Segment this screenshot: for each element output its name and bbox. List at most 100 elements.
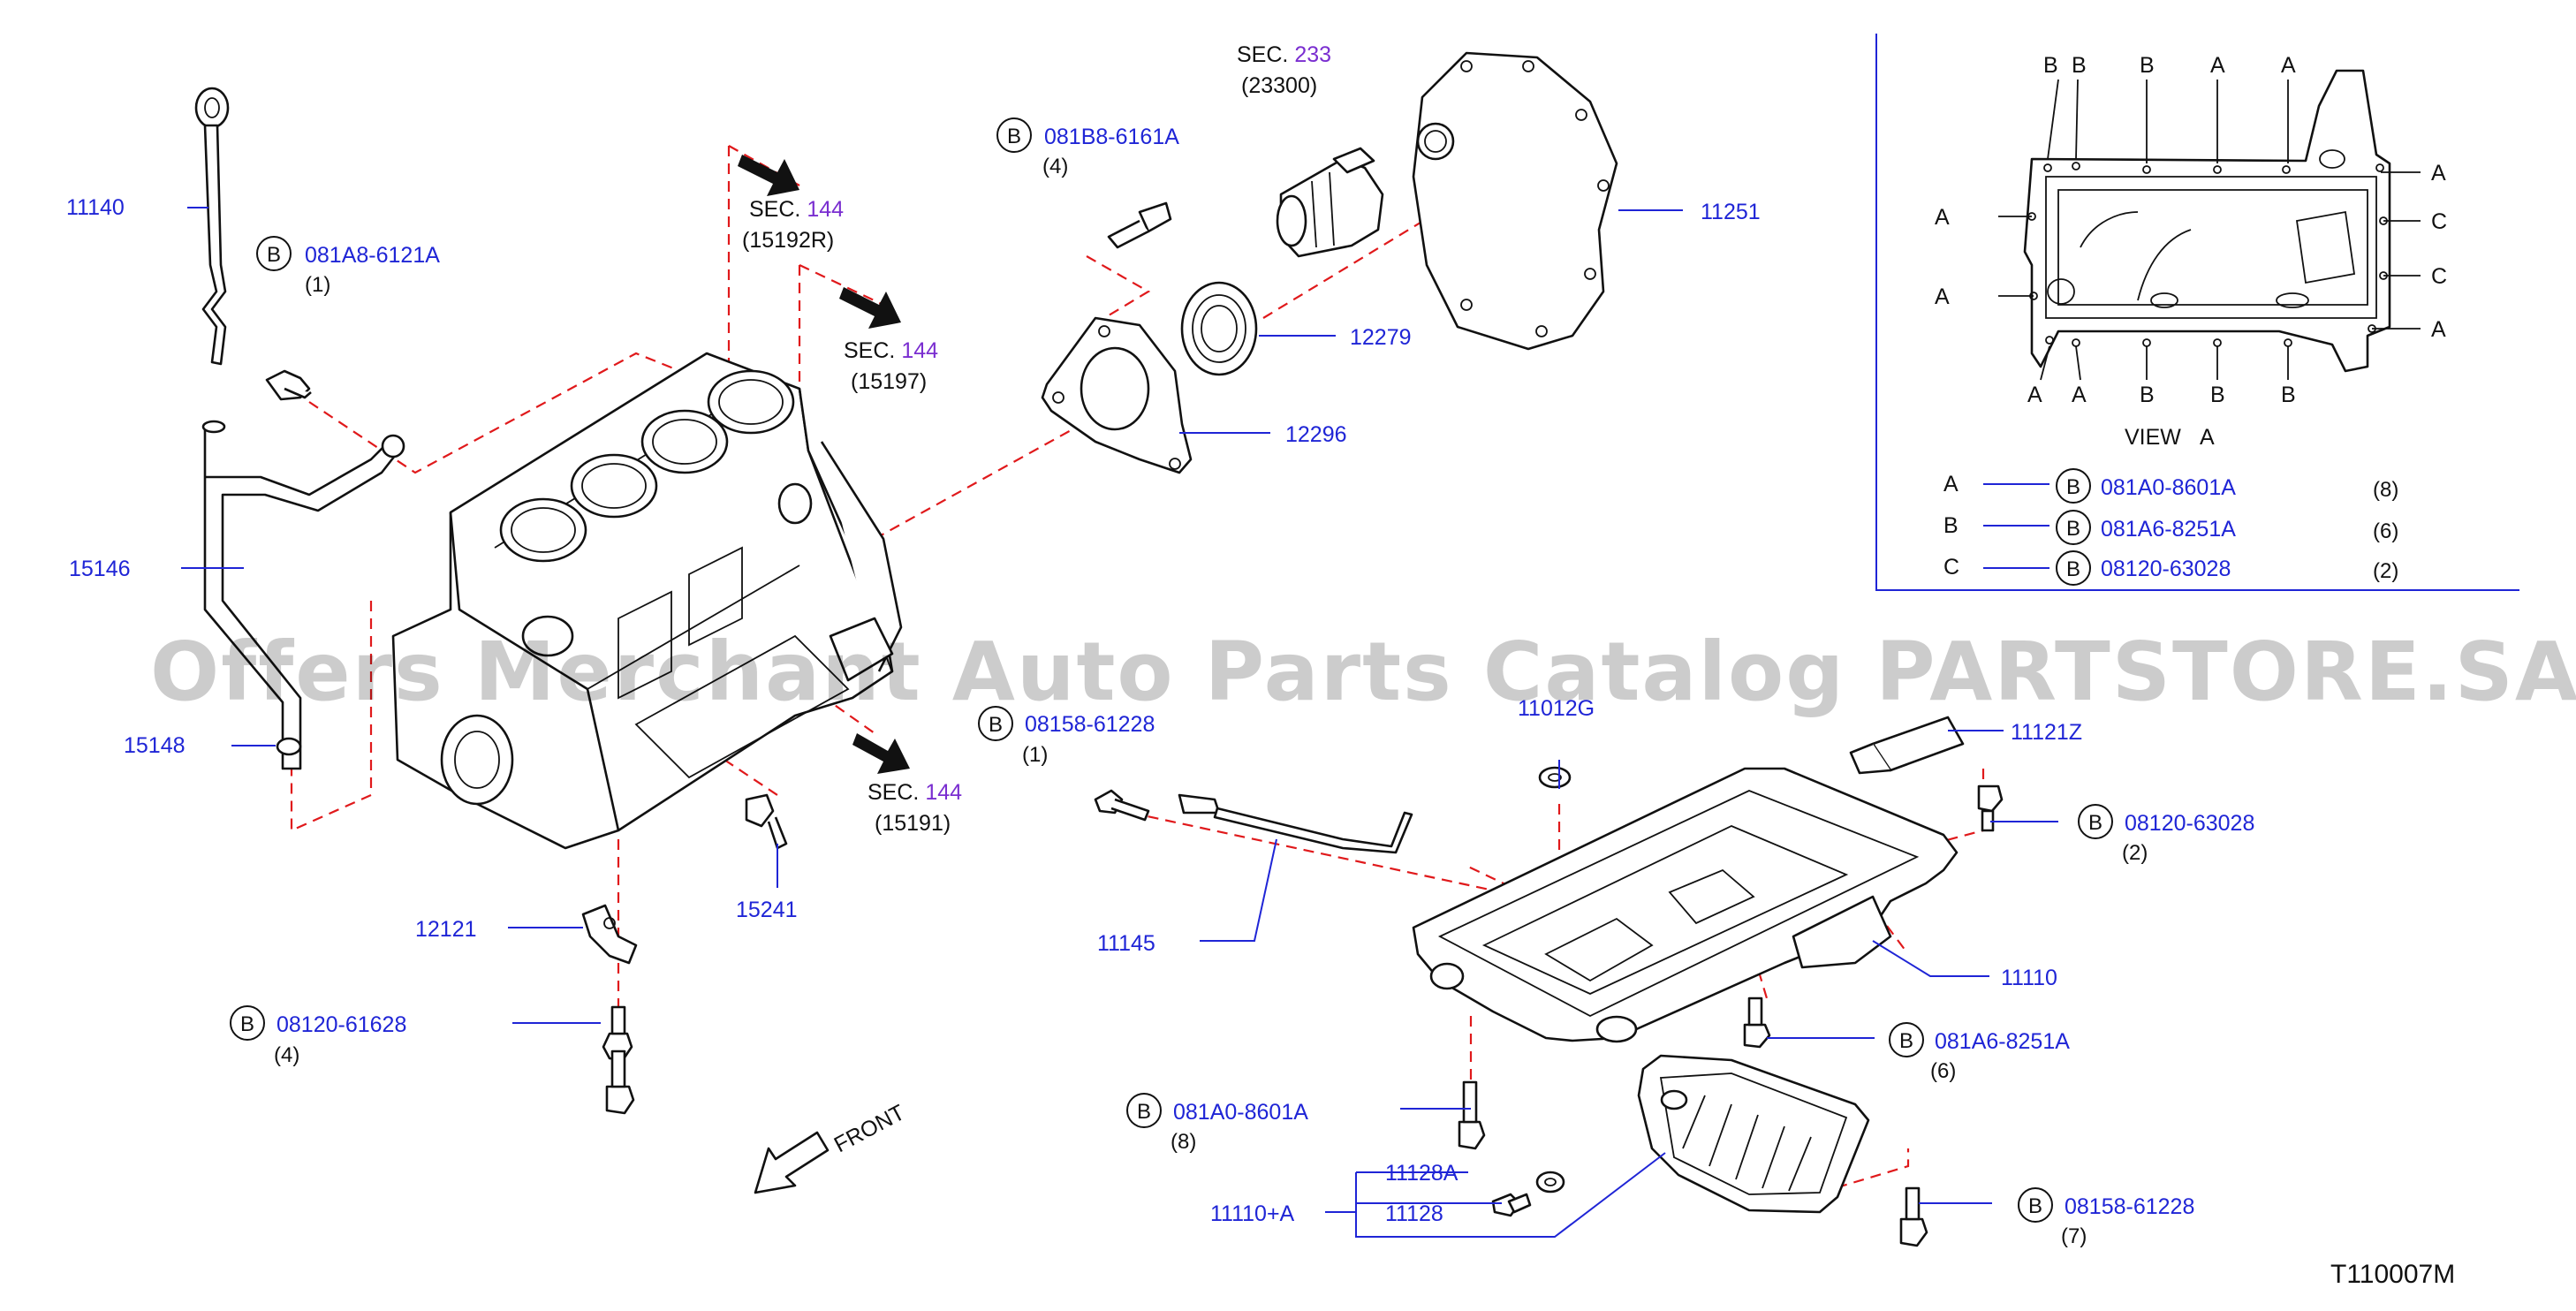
section-refs: SEC. 233 (23300) SEC. 144 (15192R) SEC. … [742, 42, 1331, 836]
part-12121[interactable]: 12121 [415, 917, 477, 942]
view-letter: B [2140, 383, 2155, 407]
starter-drawing [1276, 147, 1384, 258]
guide-tube-drawing [201, 420, 405, 770]
bolt-08120-63028[interactable]: 08120-63028 [2125, 811, 2254, 836]
bolt-qty: (2) [2122, 841, 2148, 865]
front-label: FRONT [830, 1100, 909, 1157]
rear-plate-drawing [1412, 51, 1618, 351]
view-letter: B [2072, 53, 2087, 78]
legend-letter: A [1943, 472, 1959, 496]
bolt-qty: (7) [2061, 1224, 2087, 1248]
legend-code[interactable]: 081A0-8601A [2101, 475, 2236, 500]
bolt-symbol: B [2066, 557, 2080, 581]
bolt-symbol: B [240, 1012, 254, 1036]
sec-144-a-label[interactable]: SEC. 144 [749, 197, 844, 222]
sec-144-a-ref: (15192R) [742, 228, 834, 253]
part-numbers: 11140 15146 15148 12121 15241 11145 1125… [66, 195, 2082, 1226]
view-letter: B [2140, 53, 2155, 78]
legend-code[interactable]: 081A6-8251A [2101, 517, 2236, 542]
legend-letter: B [1943, 513, 1959, 538]
legend-qty: (2) [2373, 559, 2398, 583]
engine-block-drawing [391, 352, 903, 850]
bolt-qty: (4) [1042, 155, 1068, 178]
bolt-081a6-8251a[interactable]: 081A6-8251A [1935, 1029, 2070, 1054]
bolt-08158-61228-a[interactable]: 08158-61228 [1025, 712, 1155, 737]
part-11128[interactable]: 11128 [1385, 1201, 1443, 1226]
part-15148[interactable]: 15148 [124, 733, 186, 758]
front-arrow [754, 1131, 830, 1194]
part-11251[interactable]: 11251 [1701, 200, 1761, 224]
view-letter: A [2072, 383, 2087, 407]
oil-seal-drawing [1180, 281, 1258, 376]
bolt-qty: (8) [1171, 1130, 1196, 1154]
legend-qty: (8) [2373, 478, 2398, 502]
sec-233-ref: (23300) [1241, 73, 1317, 98]
view-letter: C [2431, 264, 2447, 289]
part-12279[interactable]: 12279 [1350, 325, 1412, 350]
view-letter: B [2043, 53, 2058, 78]
bolt-symbol-circles [230, 117, 2113, 1223]
bolt-symbol: B [2066, 517, 2080, 541]
bolt-081a0-8601a[interactable]: 081A0-8601A [1173, 1100, 1308, 1125]
legend-letter: C [1943, 555, 1959, 580]
seal-15148-drawing [276, 737, 302, 756]
bolt-qty: (4) [274, 1043, 299, 1067]
view-letter: B [2281, 383, 2296, 407]
part-11012g[interactable]: 11012G [1518, 696, 1595, 721]
part-11110[interactable]: 11110 [2001, 966, 2057, 990]
sec-144-b-ref: (15197) [851, 369, 927, 394]
part-11121z[interactable]: 11121Z [2011, 720, 2082, 745]
sec-144-b-label[interactable]: SEC. 144 [844, 338, 938, 363]
bolt-drawings [265, 201, 2004, 1247]
diagram-code: T110007M [2330, 1260, 2455, 1289]
bolt-legend: A B 081A0-8601A (8) B B 081A6-8251A (6) … [1943, 472, 2398, 583]
bolt-symbol: B [2088, 811, 2102, 835]
view-letter: A [2431, 161, 2446, 186]
view-letter: A [2027, 383, 2042, 407]
oil-strainer-drawing [1849, 716, 1965, 775]
part-15146[interactable]: 15146 [69, 557, 131, 581]
bolt-081a8-6121a[interactable]: 081A8-6121A [305, 243, 440, 268]
legend-qty: (6) [2373, 519, 2398, 543]
part-11110-a[interactable]: 11110+A [1210, 1201, 1295, 1226]
view-letter: A [2281, 53, 2296, 78]
part-11145[interactable]: 11145 [1097, 931, 1155, 956]
bolt-symbol: B [1007, 125, 1021, 148]
view-letter: B [2210, 383, 2225, 407]
view-a-inset [1875, 34, 2519, 591]
bolt-symbol: B [267, 243, 281, 267]
seal-retainer-drawing [1041, 316, 1193, 474]
view-letter: A [2431, 317, 2446, 342]
part-12296[interactable]: 12296 [1285, 422, 1347, 447]
part-11128a[interactable]: 11128A [1385, 1161, 1458, 1186]
bolt-symbol: B [2066, 475, 2080, 499]
drain-plug-drawing [1491, 1171, 1565, 1217]
bolt-callouts: B 081A8-6121A (1) B 081B8-6161A (4) B 08… [240, 125, 2254, 1248]
view-letter: A [2210, 53, 2225, 78]
bolt-08120-61628[interactable]: 08120-61628 [277, 1012, 406, 1037]
leader-lines [181, 207, 2058, 1238]
bolt-08158-61228-b[interactable]: 08158-61228 [2065, 1194, 2194, 1219]
oil-level-gauge-drawing [1178, 793, 1413, 854]
sec-144-c-label[interactable]: SEC. 144 [868, 780, 962, 805]
lower-oil-pan-drawing [1637, 1054, 1870, 1214]
legend-code[interactable]: 08120-63028 [2101, 557, 2231, 581]
sec-144-c-ref: (15191) [875, 811, 951, 836]
part-15241[interactable]: 15241 [736, 898, 798, 922]
view-letter: A [1935, 284, 1950, 309]
bolt-qty: (1) [305, 273, 330, 297]
dipstick-drawing [194, 87, 230, 366]
bolt-symbol: B [989, 713, 1003, 737]
bolt-symbol: B [1137, 1100, 1151, 1124]
bolt-symbol: B [2028, 1194, 2042, 1218]
sec-233-label[interactable]: SEC. 233 [1237, 42, 1331, 67]
section-arrows [738, 155, 910, 774]
bolt-qty: (6) [1930, 1059, 1956, 1083]
bolt-qty: (1) [1022, 743, 1048, 767]
washer-11012g-drawing [1538, 766, 1572, 789]
bolt-symbol: B [1899, 1029, 1913, 1053]
part-11140[interactable]: 11140 [66, 195, 125, 220]
view-letter: C [2431, 209, 2447, 234]
bolt-081b8-6161a[interactable]: 081B8-6161A [1044, 125, 1179, 149]
